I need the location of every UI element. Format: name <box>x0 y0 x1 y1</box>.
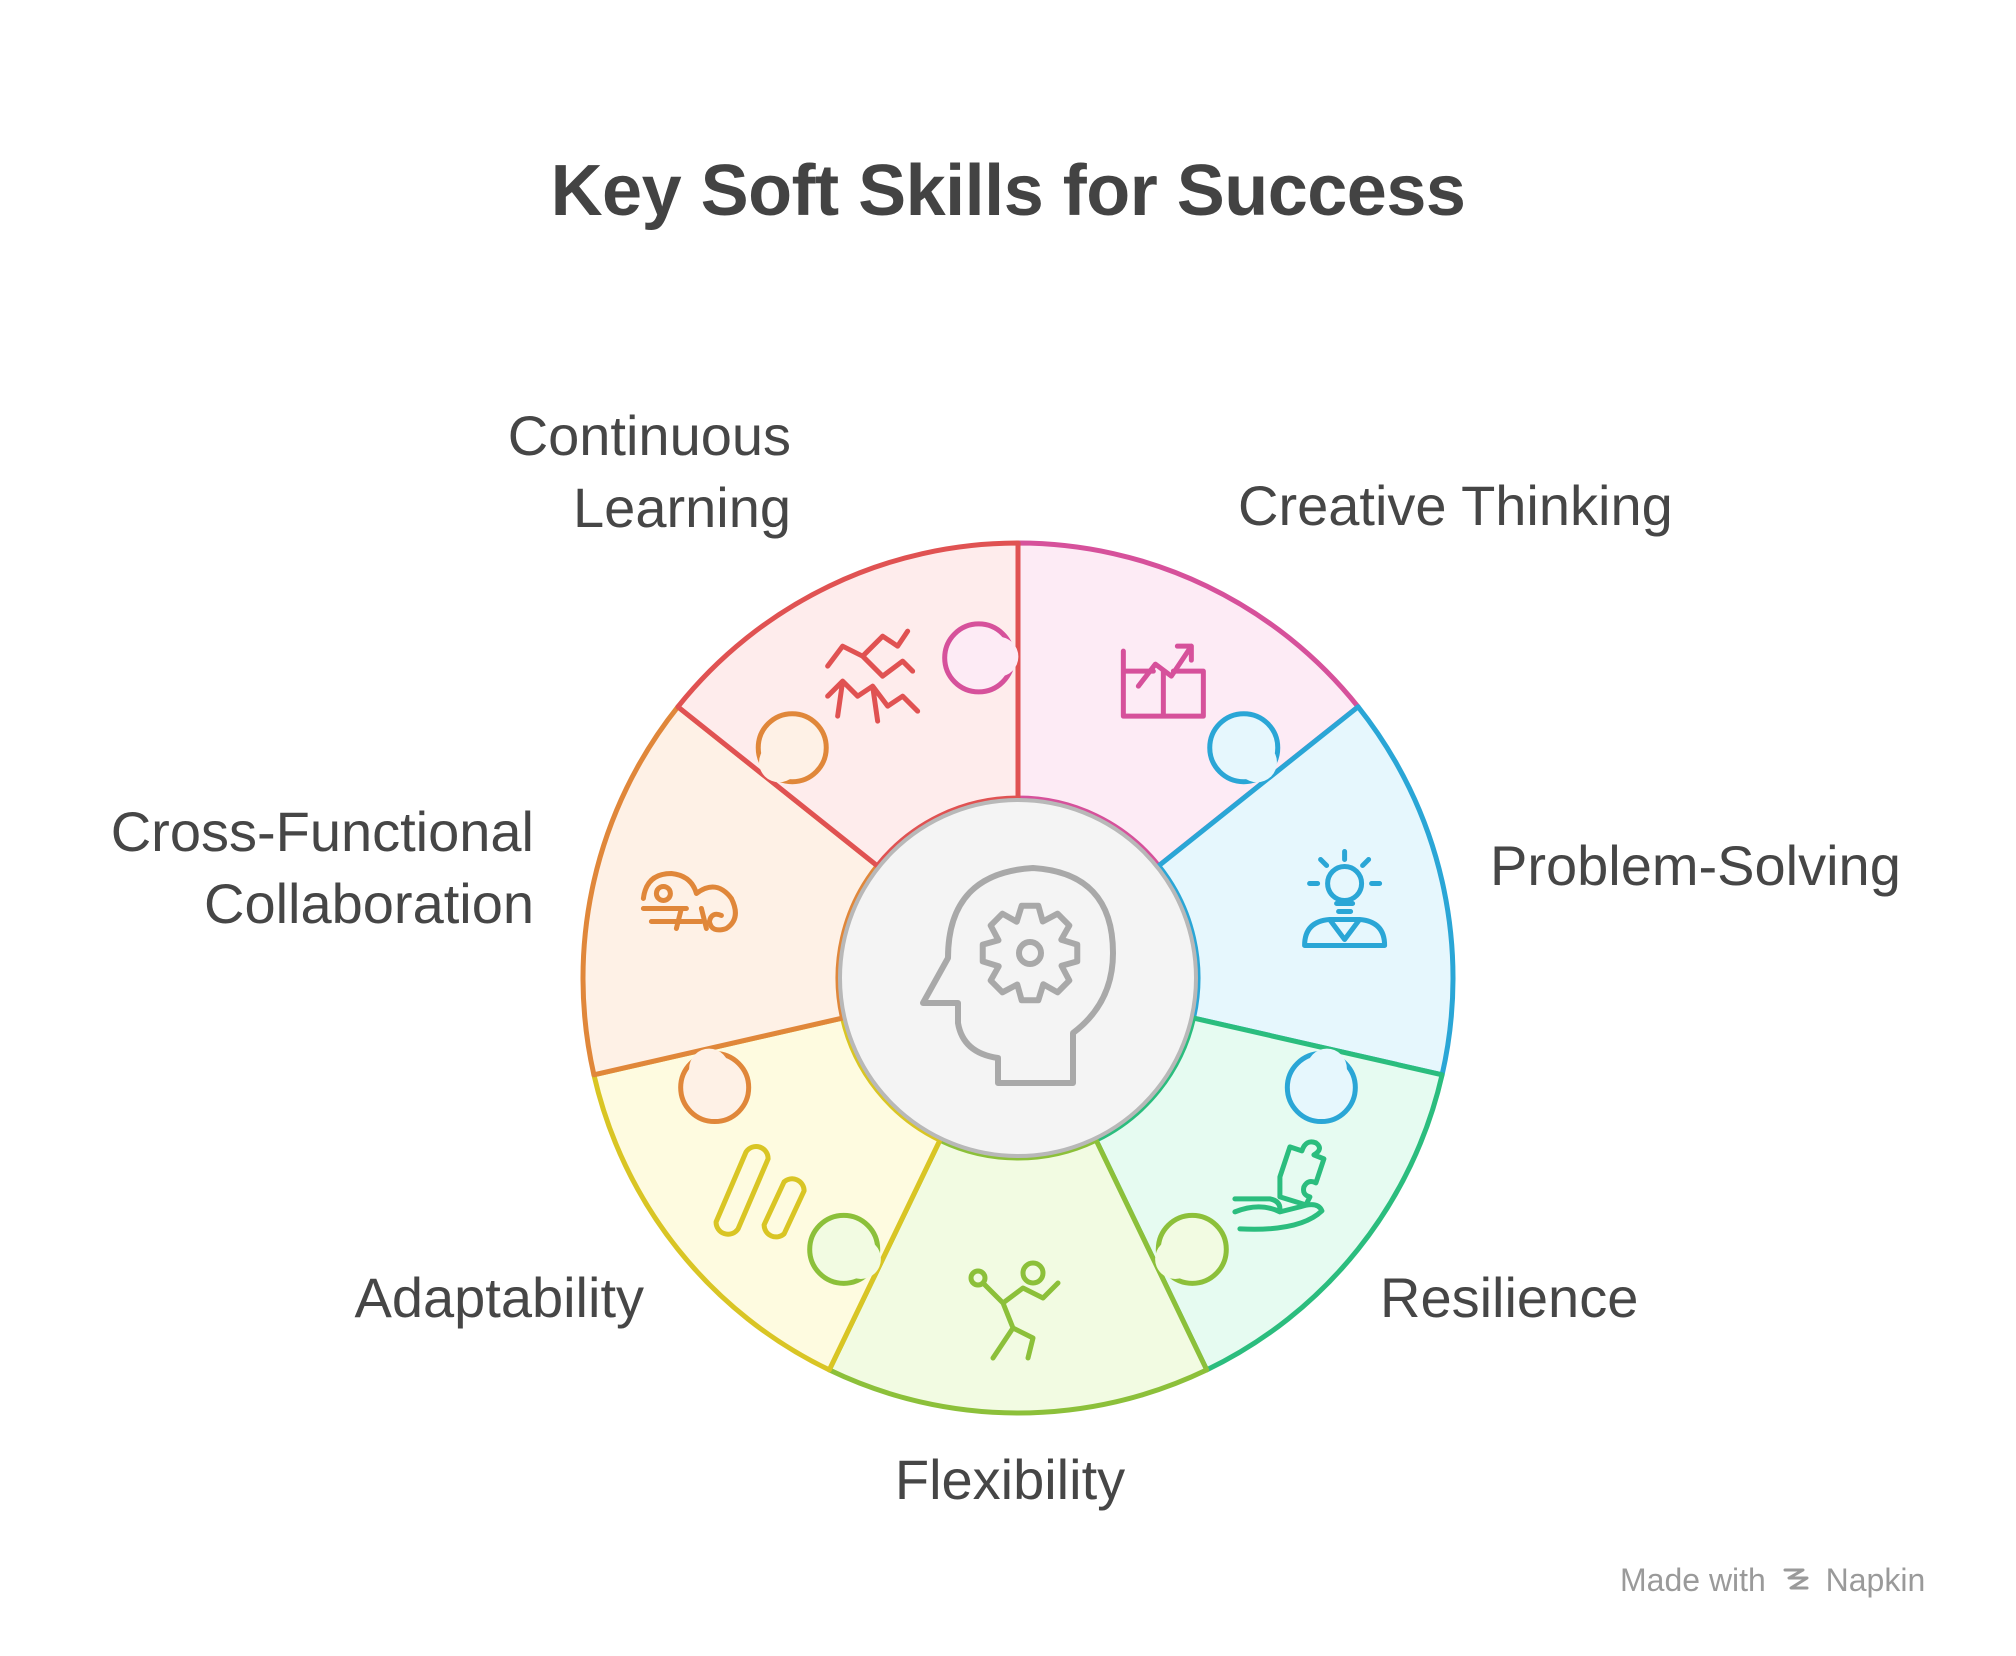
puzzle-knob-neck-cross-functional-collaboration <box>978 636 1019 677</box>
label-flexibility: Flexibility <box>894 1448 1126 1511</box>
hand-puzzle-icon <box>1232 1139 1327 1232</box>
napkin-brand-text: Napkin <box>1825 1562 1926 1598</box>
made-with-text: Made with <box>1620 1562 1766 1598</box>
head-gear-icon <box>920 865 1116 1086</box>
label-creative-thinking: Creative Thinking <box>1238 474 1673 537</box>
label-problem-solving: Problem-Solving <box>1490 834 1901 897</box>
puzzle-knob-neck-continuous-learning <box>1236 742 1277 783</box>
flexible-bars-icon <box>713 1144 807 1240</box>
label-adaptability: Adaptability <box>354 1266 644 1329</box>
puzzle-knob-neck-resilience <box>840 1238 881 1279</box>
center-disc <box>838 798 1198 1158</box>
chameleon-icon <box>640 870 738 933</box>
label-resilience: Resilience <box>1380 1266 1639 1329</box>
puzzle-knob-neck-problem-solving <box>1155 1238 1196 1279</box>
footer-attribution: Made with Napkin <box>1620 1562 1925 1602</box>
label-continuous-learning: Continuous Learning <box>507 404 791 539</box>
puzzle-knob-neck-adaptability <box>759 742 800 783</box>
puzzle-knob-neck-creative-thinking <box>1306 1048 1347 1089</box>
puzzle-knob-neck-flexibility <box>689 1048 730 1089</box>
handshake-icon <box>825 628 921 724</box>
page-title: Key Soft Skills for Success <box>550 151 1466 231</box>
napkin-logo-icon <box>1781 1564 1811 1602</box>
person-pushing-icon <box>968 1260 1061 1361</box>
label-cross-functional-collaboration: Cross-Functional Collaboration <box>110 800 534 935</box>
book-growth-icon <box>1120 643 1206 719</box>
lightbulb-person-icon <box>1302 848 1388 948</box>
